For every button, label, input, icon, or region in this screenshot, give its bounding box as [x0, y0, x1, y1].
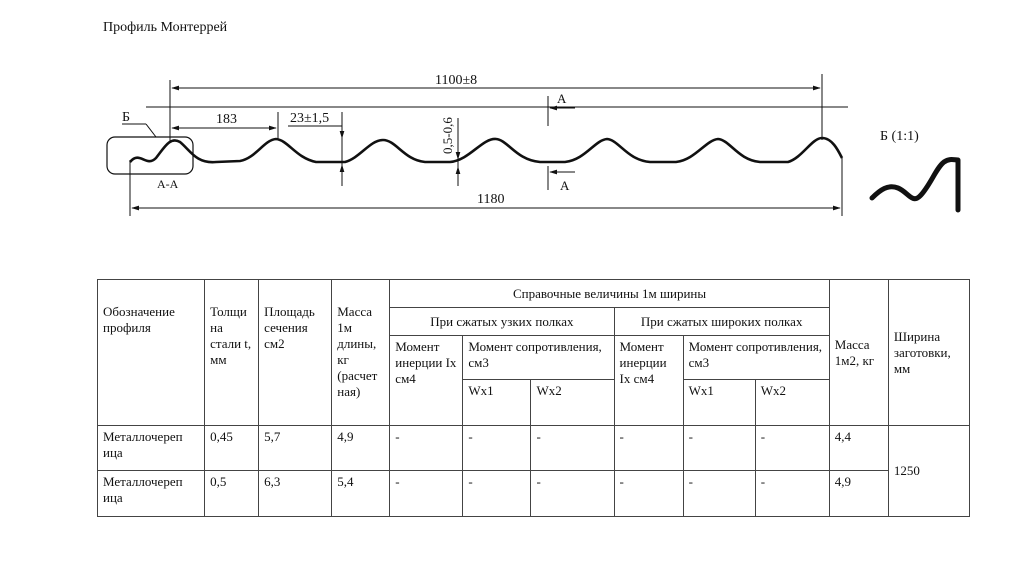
- header-narrow-wx1: Wx1: [462, 379, 532, 426]
- cell-blank-width: 1250: [887, 425, 971, 517]
- cell-wide-wx2: -: [754, 470, 830, 517]
- header-area: Площадь сечения см2: [258, 279, 333, 426]
- cell-area: 5,7: [258, 425, 333, 471]
- cell-wide-wx1: -: [682, 470, 756, 517]
- cell-thickness: 0,5: [204, 470, 260, 517]
- header-narrow-flanges: При сжатых узких полках: [389, 307, 615, 336]
- cell-wide-inertia: -: [613, 470, 684, 517]
- header-narrow-inertia: Момент инерции Ix см4: [389, 335, 464, 426]
- callout-leader-diag: [145, 123, 157, 138]
- header-blank-width: Ширина заготовки, мм: [887, 279, 971, 426]
- header-thickness: Толщи на стали t, мм: [204, 279, 260, 426]
- dim-1100-label: 1100±8: [435, 73, 477, 88]
- table-row: Металлочереп ица 0,45 5,7 4,9 - - - - - …: [96, 425, 971, 517]
- detail-edge-profile: [869, 157, 961, 213]
- header-wide-inertia: Момент инерции Ix см4: [613, 335, 684, 426]
- cell-wide-inertia: -: [613, 425, 684, 471]
- header-mass-length: Масса 1м длины, кг (расчет ная): [331, 279, 391, 426]
- profile-spec-table: Обозначение профиля Толщи на стали t, мм…: [96, 279, 971, 517]
- cell-wide-wx2: -: [754, 425, 830, 471]
- header-reference: Справочные величины 1м ширины: [389, 279, 830, 308]
- dim-183-label: 183: [216, 112, 237, 127]
- table-row: Металлочереп ица 0,5 6,3 5,4 - - - - - -…: [96, 470, 970, 517]
- header-narrow-resistance: Момент сопротивления, см3: [462, 335, 615, 380]
- cell-mass-length: 5,4: [331, 470, 391, 517]
- label-a-top: A: [557, 91, 567, 106]
- profile-wave: [129, 136, 844, 164]
- header-designation: Обозначение профиля: [96, 279, 206, 426]
- cell-name: Металлочереп ица: [96, 470, 206, 517]
- cell-mass-area: 4,9: [828, 470, 889, 517]
- detail-label: Б (1:1): [880, 129, 919, 144]
- cell-mass-area: 4,4: [828, 425, 889, 471]
- dim-thickness-label: 0,5-0,6: [440, 117, 455, 154]
- cell-wide-wx1: -: [682, 425, 756, 471]
- dim-1180-label: 1180: [477, 192, 504, 207]
- cell-narrow-wx1: -: [462, 425, 532, 471]
- cell-narrow-wx2: -: [530, 470, 615, 517]
- header-wide-resistance: Момент сопротивления, см3: [682, 335, 830, 380]
- label-section: A-A: [157, 177, 179, 191]
- page-title: Профиль Монтеррей: [103, 20, 228, 35]
- label-a-bottom: A: [560, 178, 570, 193]
- cell-narrow-inertia: -: [389, 470, 464, 517]
- cell-area: 6,3: [258, 470, 333, 517]
- cell-mass-length: 4,9: [331, 425, 391, 471]
- header-wide-flanges: При сжатых широких полках: [613, 307, 830, 336]
- cell-thickness: 0,45: [204, 425, 260, 471]
- cell-narrow-inertia: -: [389, 425, 464, 471]
- label-b: Б: [122, 110, 130, 125]
- detail-callout-box: [106, 136, 194, 175]
- cell-narrow-wx2: -: [530, 425, 615, 471]
- header-mass-area: Масса 1м2, кг: [828, 279, 889, 426]
- cell-name: Металлочереп ица: [96, 425, 206, 471]
- header-wide-wx2: Wx2: [754, 379, 830, 426]
- profile-drawing: Б 1100±8 183 23±1,5 0,5-0,6 A A A-A 1180…: [106, 73, 961, 216]
- header-wide-wx1: Wx1: [682, 379, 756, 426]
- header-narrow-wx2: Wx2: [530, 379, 615, 426]
- dim-height-label: 23±1,5: [290, 111, 329, 126]
- cell-narrow-wx1: -: [462, 470, 532, 517]
